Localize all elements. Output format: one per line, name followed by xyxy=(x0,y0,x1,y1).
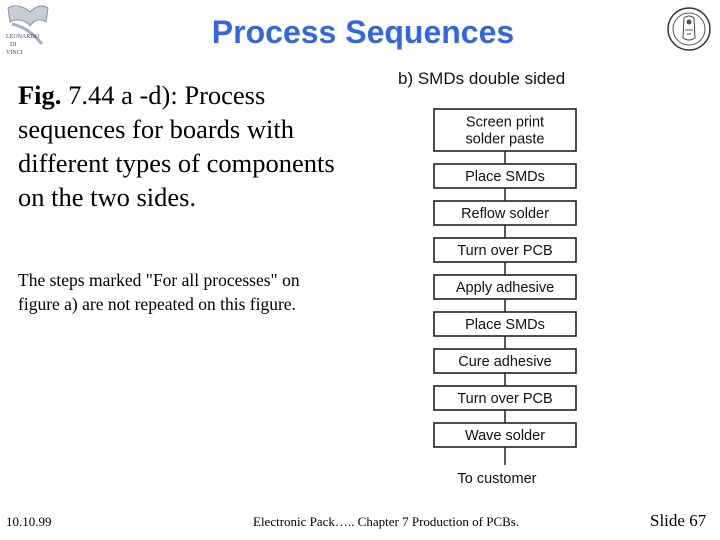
process-step-label: Turn over PCB xyxy=(457,391,552,407)
process-step: Place SMDs xyxy=(433,311,577,337)
process-step-box xyxy=(433,237,577,263)
process-step-label: Reflow solder xyxy=(461,206,549,222)
process-step: Turn over PCB xyxy=(433,385,577,411)
logo-line-1: LEONARDO xyxy=(6,34,40,40)
process-step-label: Wave solder xyxy=(465,428,545,444)
figure-caption: Fig. 7.44 a -d): Process sequences for b… xyxy=(18,78,358,214)
university-seal-icon xyxy=(667,7,711,51)
process-step: Place SMDs xyxy=(433,163,577,189)
figure-description: 7.44 a -d): Process sequences for boards… xyxy=(18,80,335,212)
footer-course: Electronic Pack….. Chapter 7 Production … xyxy=(253,514,520,529)
leonardo-logo: LEONARDO DI VINCI xyxy=(2,2,52,64)
process-step-label: Screen print xyxy=(466,115,544,131)
logo-line-2: DI xyxy=(10,42,16,48)
flow-end-label: To customer xyxy=(458,471,537,487)
logo-line-3: VINCI xyxy=(6,50,23,56)
process-step-box xyxy=(433,163,577,189)
process-step-label: solder paste xyxy=(466,132,545,148)
process-step-box xyxy=(433,108,577,152)
process-step-box xyxy=(433,311,577,337)
slide-title: Process Sequences xyxy=(211,14,515,50)
process-step-box xyxy=(433,348,577,374)
process-step: Turn over PCB xyxy=(433,237,577,263)
process-step: Reflow solder xyxy=(433,200,577,226)
process-step-label: Cure adhesive xyxy=(458,354,552,370)
figure-label: Fig. xyxy=(18,80,62,110)
process-step-box xyxy=(433,274,577,300)
slide-number: Slide 67 xyxy=(650,511,707,530)
process-step-box xyxy=(433,385,577,411)
footer-date: 10.10.99 xyxy=(6,514,52,529)
process-step-box xyxy=(433,422,577,448)
process-step: Cure adhesive xyxy=(433,348,577,374)
university-seal xyxy=(666,4,712,54)
process-step: Wave solder xyxy=(433,422,577,448)
process-step-label: Place SMDs xyxy=(465,317,545,333)
process-step-label: Turn over PCB xyxy=(457,243,552,259)
process-step-label: Place SMDs xyxy=(465,169,545,185)
figure-heading: b) SMDs double sided xyxy=(398,69,565,88)
leonardo-da-vinci-logo-icon: LEONARDO DI VINCI xyxy=(6,5,49,56)
process-step: Apply adhesive xyxy=(433,274,577,300)
process-step-box xyxy=(433,200,577,226)
process-step-label: Apply adhesive xyxy=(456,280,554,296)
figure-note: The steps marked "For all processes" on … xyxy=(18,270,300,314)
